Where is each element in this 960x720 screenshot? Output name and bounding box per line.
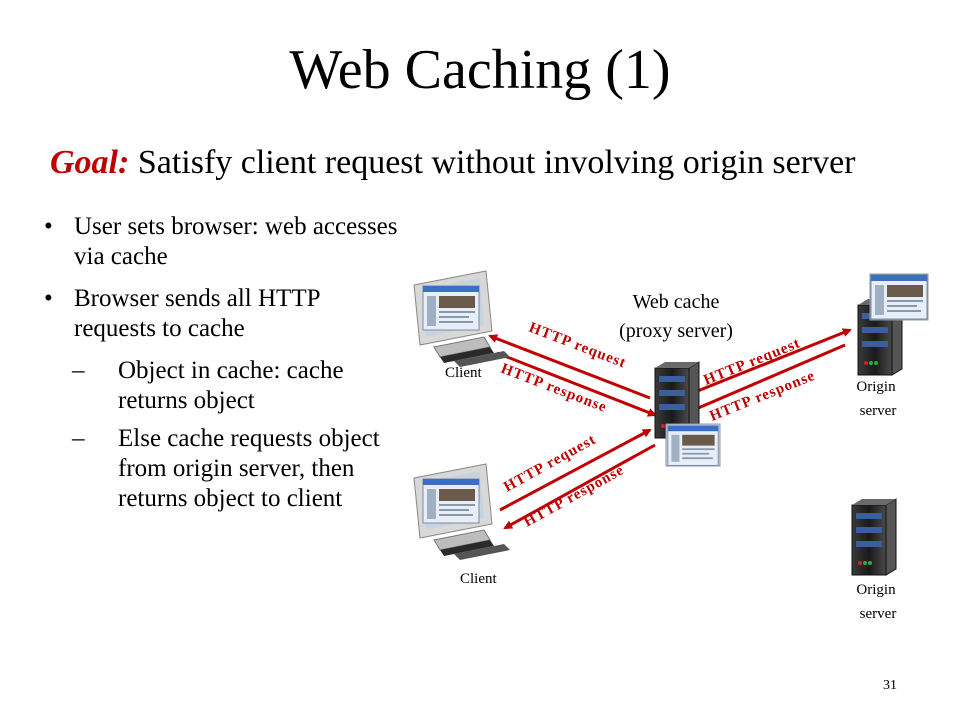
goal-label: Goal: xyxy=(50,144,130,181)
sub-bullet-marker: – xyxy=(72,425,85,452)
bullet-item: • Browser sends all HTTP requests to cac… xyxy=(40,284,400,344)
bullet-item: • User sets browser: web accesses via ca… xyxy=(40,212,400,272)
sub-bullet-item: – Else cache requests object from origin… xyxy=(40,424,400,514)
slide-title: Web Caching (1) xyxy=(289,39,671,101)
page-number: 31 xyxy=(883,678,897,693)
origin-label-line1: Origin xyxy=(856,379,896,395)
arrow-request-client1 xyxy=(488,334,651,400)
arrow-response-client2 xyxy=(503,443,656,530)
proxy-label-line2: (proxy server) xyxy=(619,320,733,342)
client-label: Client xyxy=(445,365,482,381)
sub-bullet-text: Object in cache: cache returns object xyxy=(118,357,344,414)
proxy-label-line1: Web cache xyxy=(633,291,720,313)
arrow-request-client2 xyxy=(499,428,652,512)
arrow-request-origin xyxy=(679,328,852,400)
goal-text: Satisfy client request without involving… xyxy=(137,144,856,181)
bullet-text: User sets browser: web accesses via cach… xyxy=(74,213,398,270)
origin-label-line1: Origin xyxy=(856,582,896,598)
origin-label-line2: server xyxy=(860,403,897,419)
origin-label-line2: server xyxy=(860,606,897,622)
client-computer-icon xyxy=(414,464,510,560)
bullet-text: Browser sends all HTTP requests to cache xyxy=(74,285,320,342)
http-request-label: HTTP request xyxy=(527,320,629,372)
bullet-marker: • xyxy=(44,285,53,312)
bullet-list: • User sets browser: web accesses via ca… xyxy=(40,212,400,522)
arrow-response-origin xyxy=(680,343,846,417)
bullet-marker: • xyxy=(44,213,53,240)
client-computer-icon xyxy=(414,271,510,367)
arrow-response-client1 xyxy=(496,351,657,417)
goal-statement: Goal: Satisfy client request without inv… xyxy=(50,143,855,183)
sub-bullet-text: Else cache requests object from origin s… xyxy=(118,425,380,512)
browser-window-icon xyxy=(665,423,721,467)
sub-bullet-marker: – xyxy=(72,357,85,384)
web-cache-diagram: HTTP request HTTP response HTTP request … xyxy=(400,260,929,622)
browser-window-icon xyxy=(869,273,929,321)
sub-bullet-item: – Object in cache: cache returns object xyxy=(40,356,400,416)
client-label: Client xyxy=(460,571,497,587)
origin-server-icon xyxy=(851,498,897,576)
http-response-label: HTTP response xyxy=(499,361,610,416)
